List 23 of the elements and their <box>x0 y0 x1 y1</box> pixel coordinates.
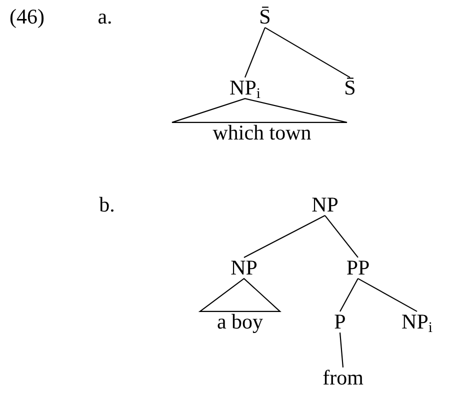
tree-label: PP <box>346 256 370 280</box>
item-letter: b. <box>99 193 115 217</box>
tree-label: S̄ <box>259 5 271 29</box>
item-letter: a. <box>98 5 112 29</box>
triangle-branch <box>198 278 282 312</box>
tree-branch <box>324 215 358 258</box>
tree-label: NP$_{i}$ <box>230 76 260 100</box>
tree-branch <box>339 332 344 368</box>
triangle-branch <box>171 98 348 123</box>
tree-branch <box>358 278 418 312</box>
tree-label: which town <box>212 121 312 145</box>
tree-label: NP <box>312 193 338 217</box>
tree-label: S̄ <box>344 76 356 100</box>
tree-label: NP$_{i}$ <box>402 310 432 334</box>
tree-branch <box>244 215 326 258</box>
tree-label: P <box>334 310 346 334</box>
example-number: (46) <box>10 5 44 29</box>
tree-branch <box>340 278 358 312</box>
tree-label: a boy <box>216 310 264 334</box>
tree-branch <box>244 27 266 78</box>
tree-label: from <box>322 366 364 390</box>
tree-label: NP <box>230 256 258 280</box>
tree-branch <box>264 27 350 78</box>
